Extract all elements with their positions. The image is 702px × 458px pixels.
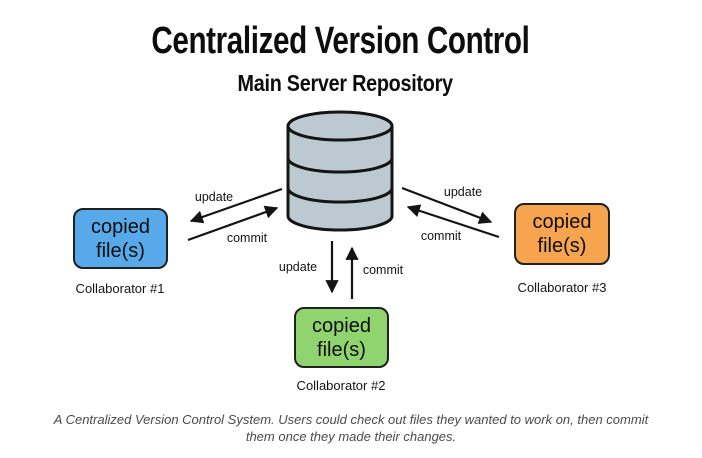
page-title: Centralized Version Control	[150, 20, 530, 62]
copied-files-text-line1: copied	[91, 215, 150, 238]
commit-label-right: commit	[420, 229, 462, 243]
database-top	[286, 110, 394, 142]
server-repository-label-wrap: Main Server Repository	[0, 70, 690, 97]
server-repository-label: Main Server Repository	[237, 70, 453, 96]
database-icon	[286, 110, 394, 232]
page-title-wrap: Centralized Version Control	[0, 20, 680, 63]
update-label-right: update	[443, 185, 483, 199]
update-label-left: update	[194, 190, 234, 204]
figure-caption-line2: them once they made their changes.	[245, 429, 457, 444]
copied-files-text-line2: file(s)	[317, 338, 366, 361]
commit-label-left: commit	[226, 231, 268, 245]
collaborator3-label: Collaborator #3	[517, 280, 607, 295]
update-arrow-collab3	[401, 186, 493, 224]
copied-files-box-collab3: copied file(s)	[514, 203, 610, 265]
copied-files-text-line1: copied	[532, 211, 592, 233]
update-label-middle: update	[278, 260, 318, 274]
copied-files-box-collab2: copied file(s)	[294, 307, 389, 368]
copied-files-text-line2: file(s)	[96, 239, 145, 262]
collaborator1-label: Collaborator #1	[75, 281, 165, 296]
database-body	[286, 124, 394, 232]
update-arrow-collab1	[189, 187, 283, 224]
figure-caption: A Centralized Version Control System. Us…	[0, 411, 702, 445]
copied-files-box-collab1: copied file(s)	[73, 208, 168, 269]
figure-caption-line1: A Centralized Version Control System. Us…	[53, 412, 649, 427]
collaborator2-label: Collaborator #2	[296, 378, 386, 393]
database-divider-lower	[286, 187, 394, 204]
commit-label-middle: commit	[362, 263, 404, 277]
commit-arrow-collab1	[187, 205, 279, 242]
commit-arrow-collab3	[406, 204, 500, 239]
database-divider-upper	[286, 157, 394, 174]
copied-files-text-line2: file(s)	[537, 235, 587, 257]
copied-files-text-line1: copied	[312, 314, 371, 337]
